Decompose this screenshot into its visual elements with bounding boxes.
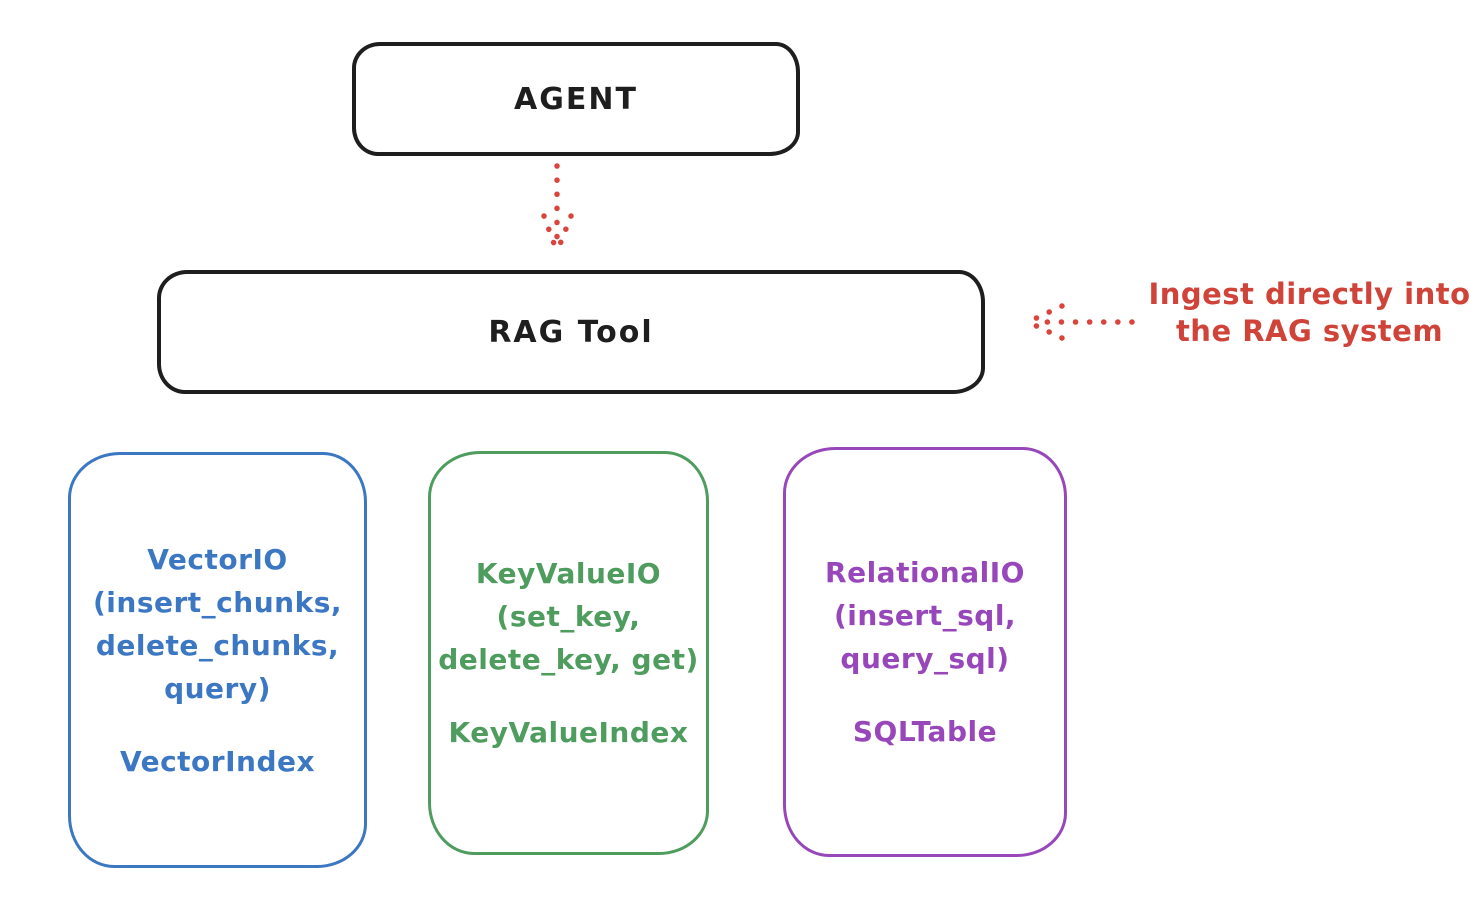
sql-table-label: SQLTable (852, 715, 998, 748)
relational-io-methods-line1: (insert_sql, (833, 599, 1017, 632)
vector-io-box: VectorIO (insert_chunks, delete_chunks, … (68, 452, 367, 868)
ingest-annotation-line2: the RAG system (1175, 314, 1444, 348)
agent-to-rag-arrow-icon (541, 163, 574, 255)
vector-index-label: VectorIndex (119, 744, 316, 778)
relational-io-title: RelationalIO (825, 556, 1025, 589)
ingest-annotation: Ingest directly into the RAG system (1135, 276, 1484, 350)
keyvalue-index-label: KeyValueIndex (448, 716, 689, 749)
relational-io-methods-line2: query_sql) (840, 642, 1010, 675)
vector-io-methods-line3: query) (164, 671, 271, 705)
vector-io-title: VectorIO (147, 542, 288, 576)
ingest-annotation-arrow-icon (1025, 303, 1135, 341)
agent-box: AGENT (352, 42, 800, 156)
relational-io-box: RelationalIO (insert_sql, query_sql) SQL… (783, 447, 1067, 857)
rag-tool-label: RAG Tool (488, 314, 654, 350)
rag-tool-box: RAG Tool (157, 270, 985, 394)
ingest-annotation-line1: Ingest directly into (1148, 277, 1471, 311)
vector-io-methods-line2: delete_chunks, (95, 628, 340, 662)
vector-io-methods-line1: (insert_chunks, (93, 585, 342, 619)
keyvalue-io-methods-line1: (set_key, (496, 600, 641, 633)
keyvalue-io-title: KeyValueIO (475, 557, 662, 590)
keyvalue-io-methods-line2: delete_key, get) (438, 643, 699, 676)
agent-label: AGENT (514, 81, 638, 117)
keyvalue-io-box: KeyValueIO (set_key, delete_key, get) Ke… (428, 451, 709, 855)
